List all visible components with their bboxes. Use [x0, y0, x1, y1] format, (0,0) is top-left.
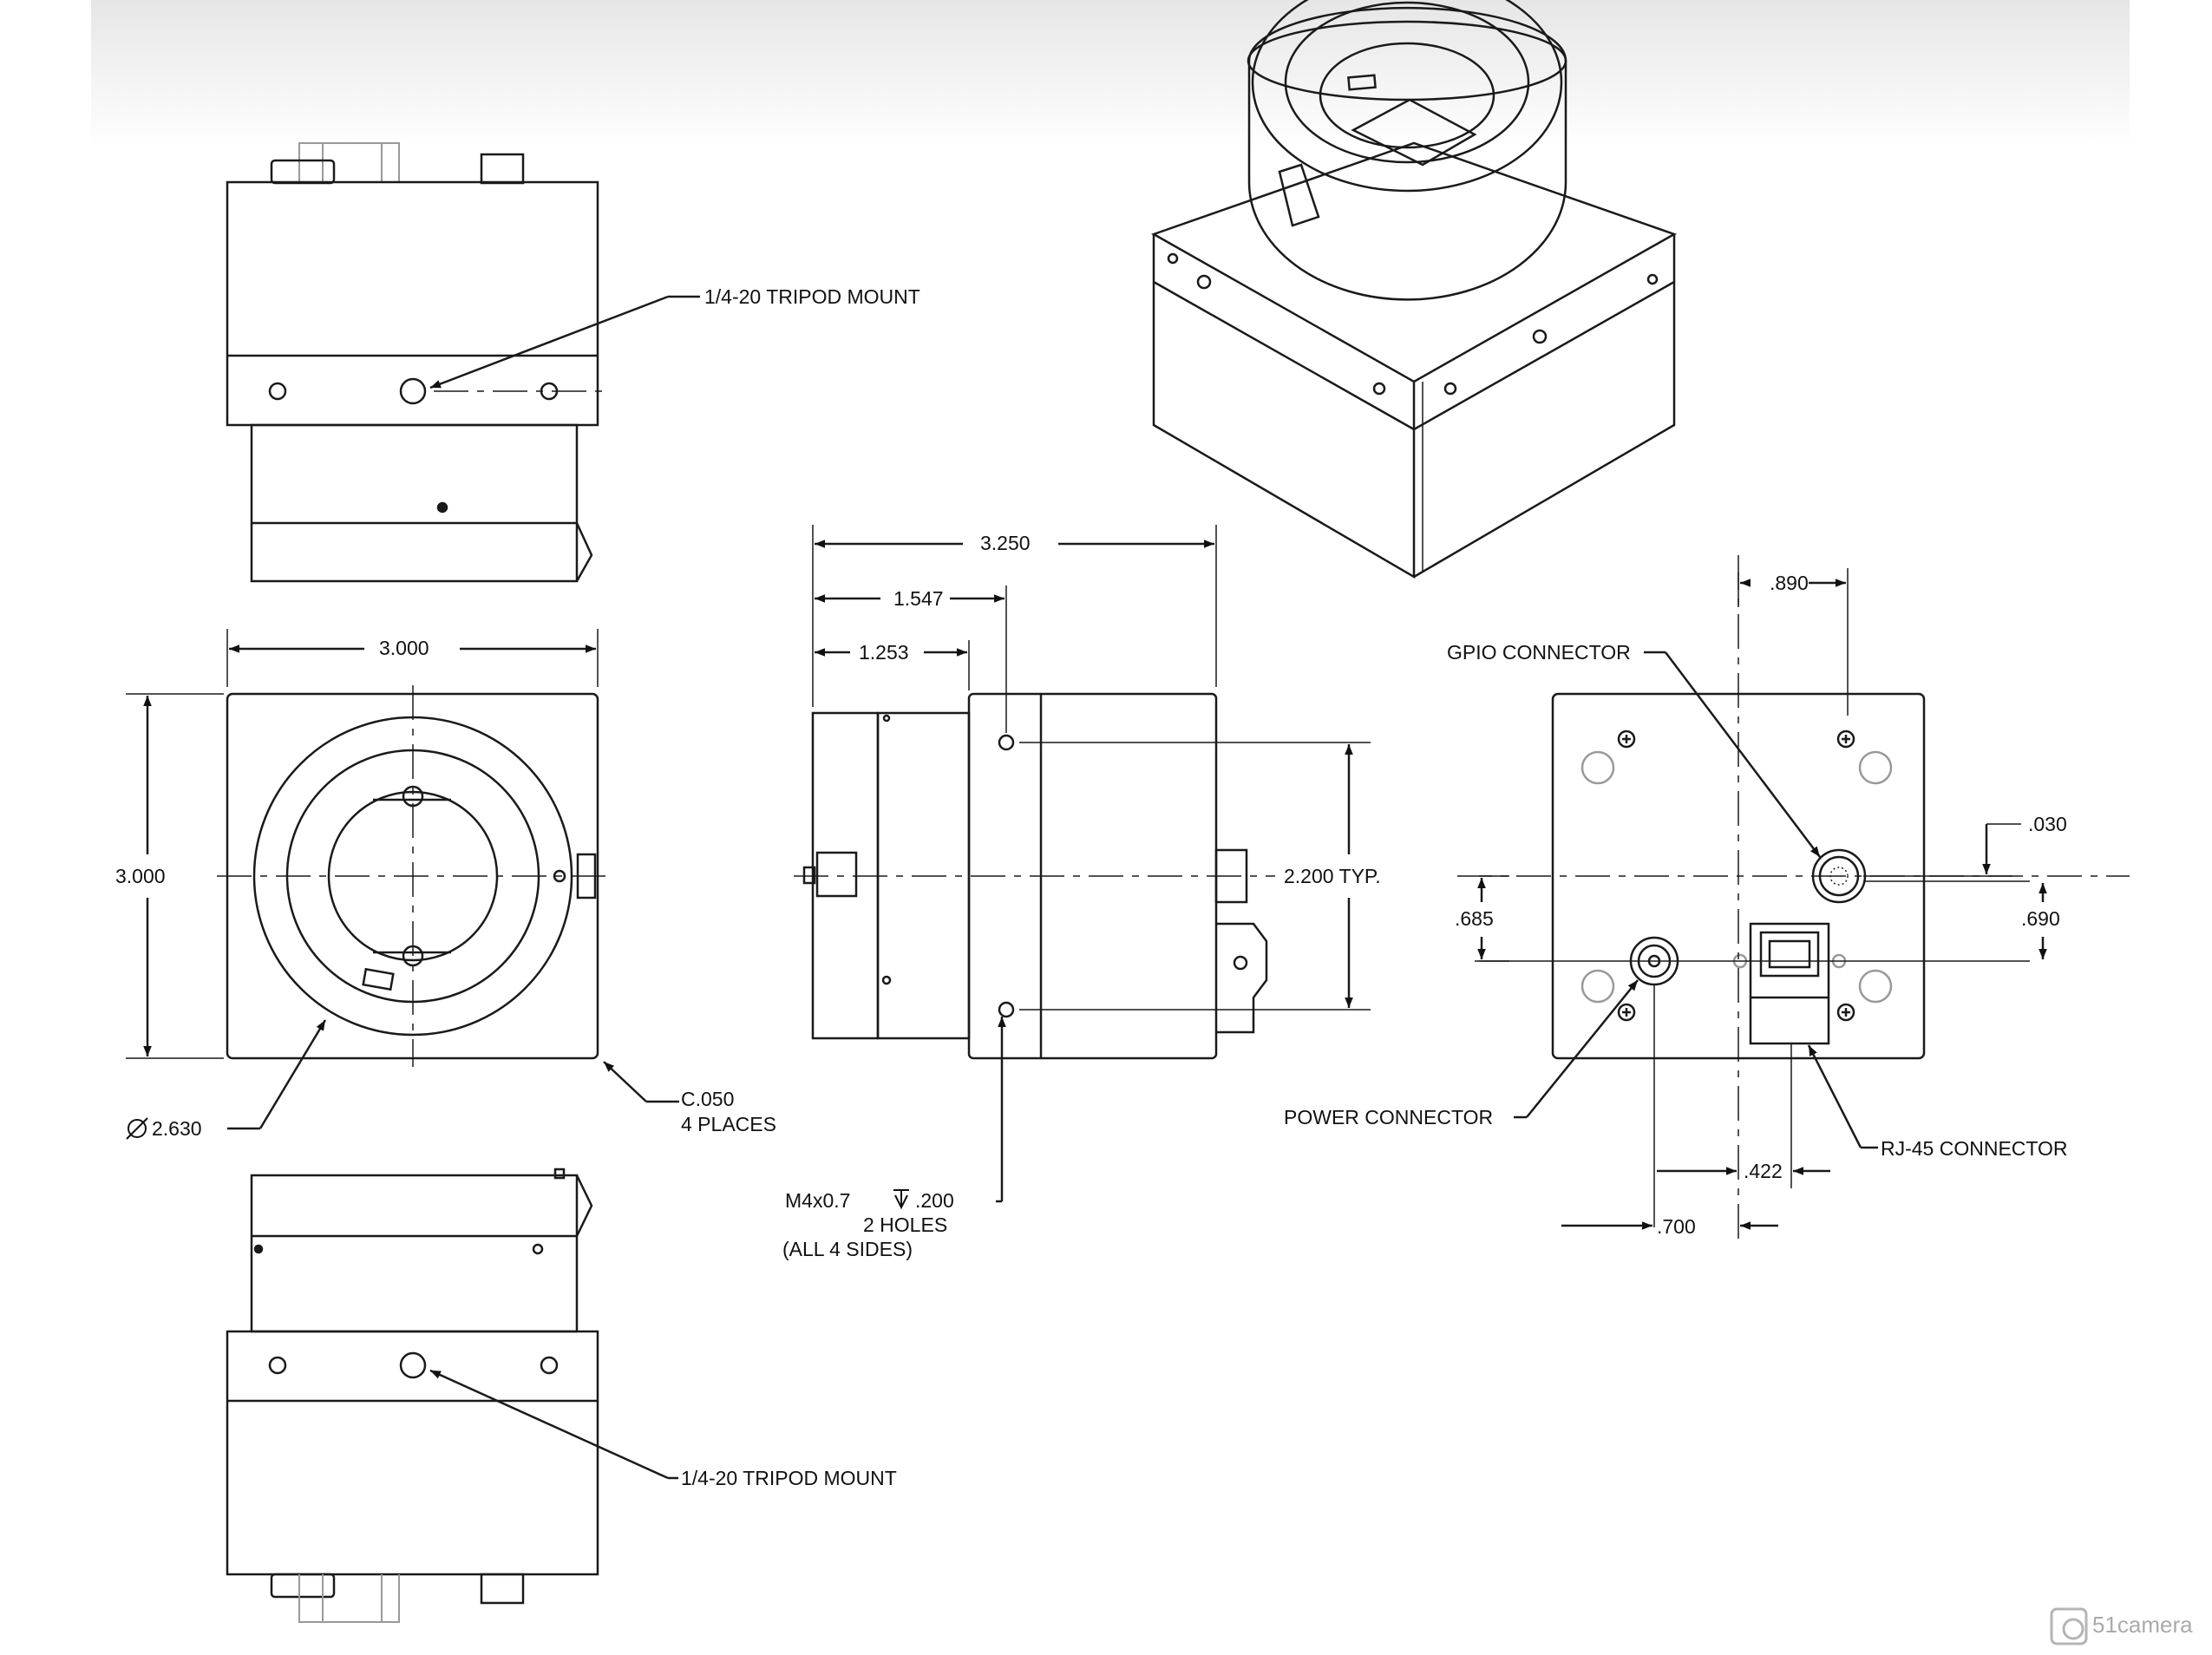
diameter-label: 2.630 [152, 1117, 202, 1140]
rj45-leader [1807, 1044, 1878, 1149]
dim-422 [1653, 984, 1830, 1227]
dim-width-3000-label: 3.000 [379, 637, 429, 659]
gpio-leader [1644, 651, 1821, 858]
dim-1253 [815, 640, 970, 690]
tripod-bottom-leader [429, 1369, 678, 1480]
dim-890 [1738, 568, 1849, 716]
dim-3250 [812, 525, 1217, 707]
chamfer-leader [603, 1061, 679, 1103]
rj45-label: RJ-45 CONNECTOR [1881, 1137, 2068, 1160]
dim-height-3000-label: 3.000 [115, 865, 166, 887]
dim-width-3000 [226, 629, 599, 687]
dim-1253-label: 1.253 [859, 641, 909, 664]
camera-logo-icon [2050, 1607, 2088, 1645]
depth-symbol-icon [893, 1189, 909, 1210]
dim-685 [1477, 875, 1509, 962]
thread-holes-label: 2 HOLES [863, 1213, 947, 1236]
gpio-label: GPIO CONNECTOR [1447, 641, 1631, 664]
dim-690-label: .690 [2021, 907, 2060, 930]
top-view [226, 142, 607, 583]
power-leader [1514, 979, 1639, 1119]
dim-700-label: .700 [1657, 1215, 1696, 1238]
dim-890-label: .890 [1770, 572, 1809, 594]
dim-030 [1863, 823, 2030, 882]
side-view [794, 692, 1275, 1060]
thread-spec-label: M4x0.7 [785, 1189, 850, 1212]
thread-leader [996, 1017, 1006, 1203]
header-gradient-band [91, 0, 2130, 147]
watermark-brand: 51camera [2092, 1612, 2193, 1638]
dim-2200 [1019, 742, 1371, 1011]
bottom-view [226, 1168, 599, 1623]
dim-1547 [815, 585, 1007, 733]
isometric-view [1150, 0, 1678, 579]
tripod-top-label: 1/4-20 TRIPOD MOUNT [704, 285, 920, 308]
dim-height-3000 [126, 693, 224, 1059]
chamfer-label: C.050 [681, 1088, 734, 1110]
dim-3250-label: 3.250 [980, 532, 1031, 554]
tripod-top-leader [429, 295, 700, 389]
thread-depth-label: .200 [915, 1189, 954, 1212]
dim-2200-label: 2.200 TYP. [1284, 865, 1381, 887]
front-view [217, 685, 612, 1067]
diameter-symbol-icon [126, 1117, 148, 1140]
dim-030-label: .030 [2028, 813, 2067, 835]
chamfer-places-label: 4 PLACES [681, 1113, 776, 1135]
diameter-leader [227, 1019, 327, 1130]
power-label: POWER CONNECTOR [1284, 1106, 1493, 1128]
dim-685-label: .685 [1455, 907, 1494, 930]
tripod-bottom-label: 1/4-20 TRIPOD MOUNT [681, 1467, 897, 1489]
dim-1547-label: 1.547 [893, 587, 944, 610]
dim-422-label: .422 [1744, 1160, 1783, 1182]
thread-sides-label: (ALL 4 SIDES) [782, 1238, 913, 1260]
